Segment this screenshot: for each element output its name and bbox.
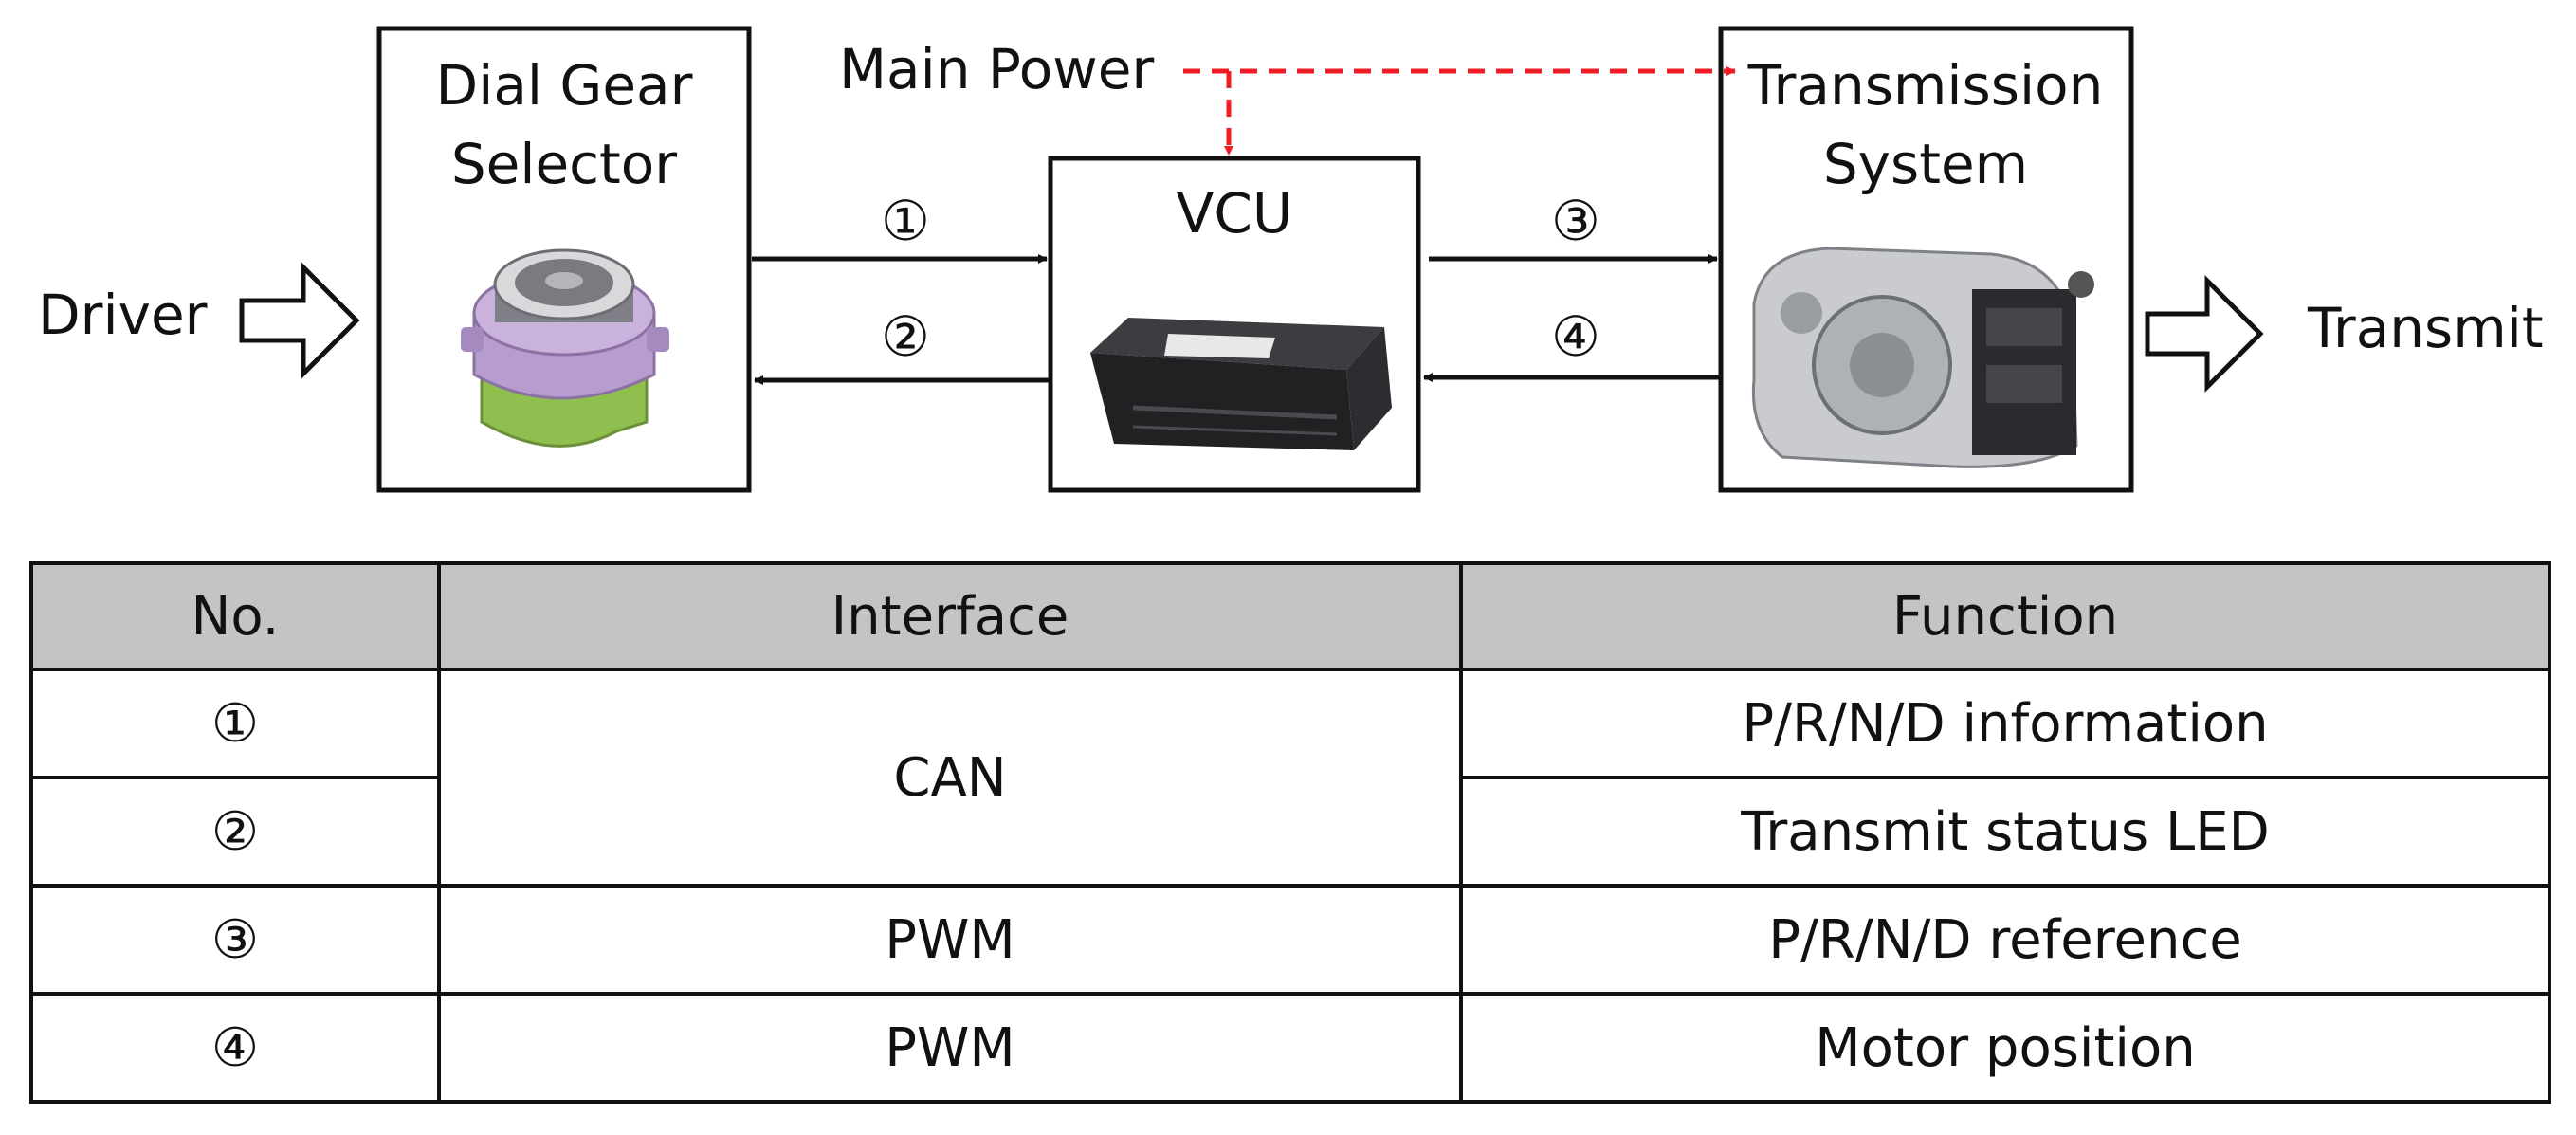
signal-3-label: ③ xyxy=(1551,189,1600,253)
transmit-hollow-arrow xyxy=(2145,274,2264,394)
table-header-row: No. Interface Function xyxy=(29,561,2551,671)
vcu-title: VCU xyxy=(1177,181,1293,246)
table-row: ① CAN P/R/N/D information xyxy=(29,668,2551,888)
driver-hollow-arrow xyxy=(239,261,360,380)
header-function: Function xyxy=(1459,561,2551,671)
row-number: ④ xyxy=(29,992,441,1104)
dial-gear-selector-title-line1: Dial Gear xyxy=(436,53,693,118)
interface-table: No. Interface Function ① CAN P/R/N/D inf… xyxy=(29,561,2551,1104)
vcu-module-photo xyxy=(1090,318,1392,450)
row-number: ① xyxy=(29,668,441,779)
header-interface: Interface xyxy=(437,561,1463,671)
row-number: ② xyxy=(29,776,441,888)
table-row: ④ PWM Motor position xyxy=(29,992,2551,1104)
row-interface: PWM xyxy=(437,992,1463,1104)
dial-gear-selector-title-line2: Selector xyxy=(451,132,677,196)
row-number: ③ xyxy=(29,884,441,996)
driver-label: Driver xyxy=(38,283,208,347)
transmission-system-title-line1: Transmission xyxy=(1747,53,2104,118)
row-function: P/R/N/D reference xyxy=(1459,884,2551,996)
table-row: ② Transmit status LED xyxy=(29,776,2551,888)
row-function: Motor position xyxy=(1459,992,2551,1104)
table-row: ③ PWM P/R/N/D reference xyxy=(29,884,2551,996)
transmit-label: Transmit xyxy=(2307,296,2544,360)
header-no: No. xyxy=(29,561,441,671)
transmission-system-title-line2: System xyxy=(1823,132,2028,196)
block-diagram: Driver Dial Gear Selector VCU Transmissi… xyxy=(38,26,2544,493)
transmission-unit-photo xyxy=(1751,247,2094,468)
dial-gear-selector-photo xyxy=(461,248,669,448)
signal-2-label: ② xyxy=(881,304,930,369)
row-function: P/R/N/D information xyxy=(1459,668,2551,779)
row-interface: PWM xyxy=(437,884,1463,996)
signal-4-label: ④ xyxy=(1551,304,1600,369)
signal-1-label: ① xyxy=(881,189,930,253)
row-interface: CAN xyxy=(437,668,1463,888)
row-function: Transmit status LED xyxy=(1459,776,2551,888)
main-power-label: Main Power xyxy=(839,37,1154,101)
